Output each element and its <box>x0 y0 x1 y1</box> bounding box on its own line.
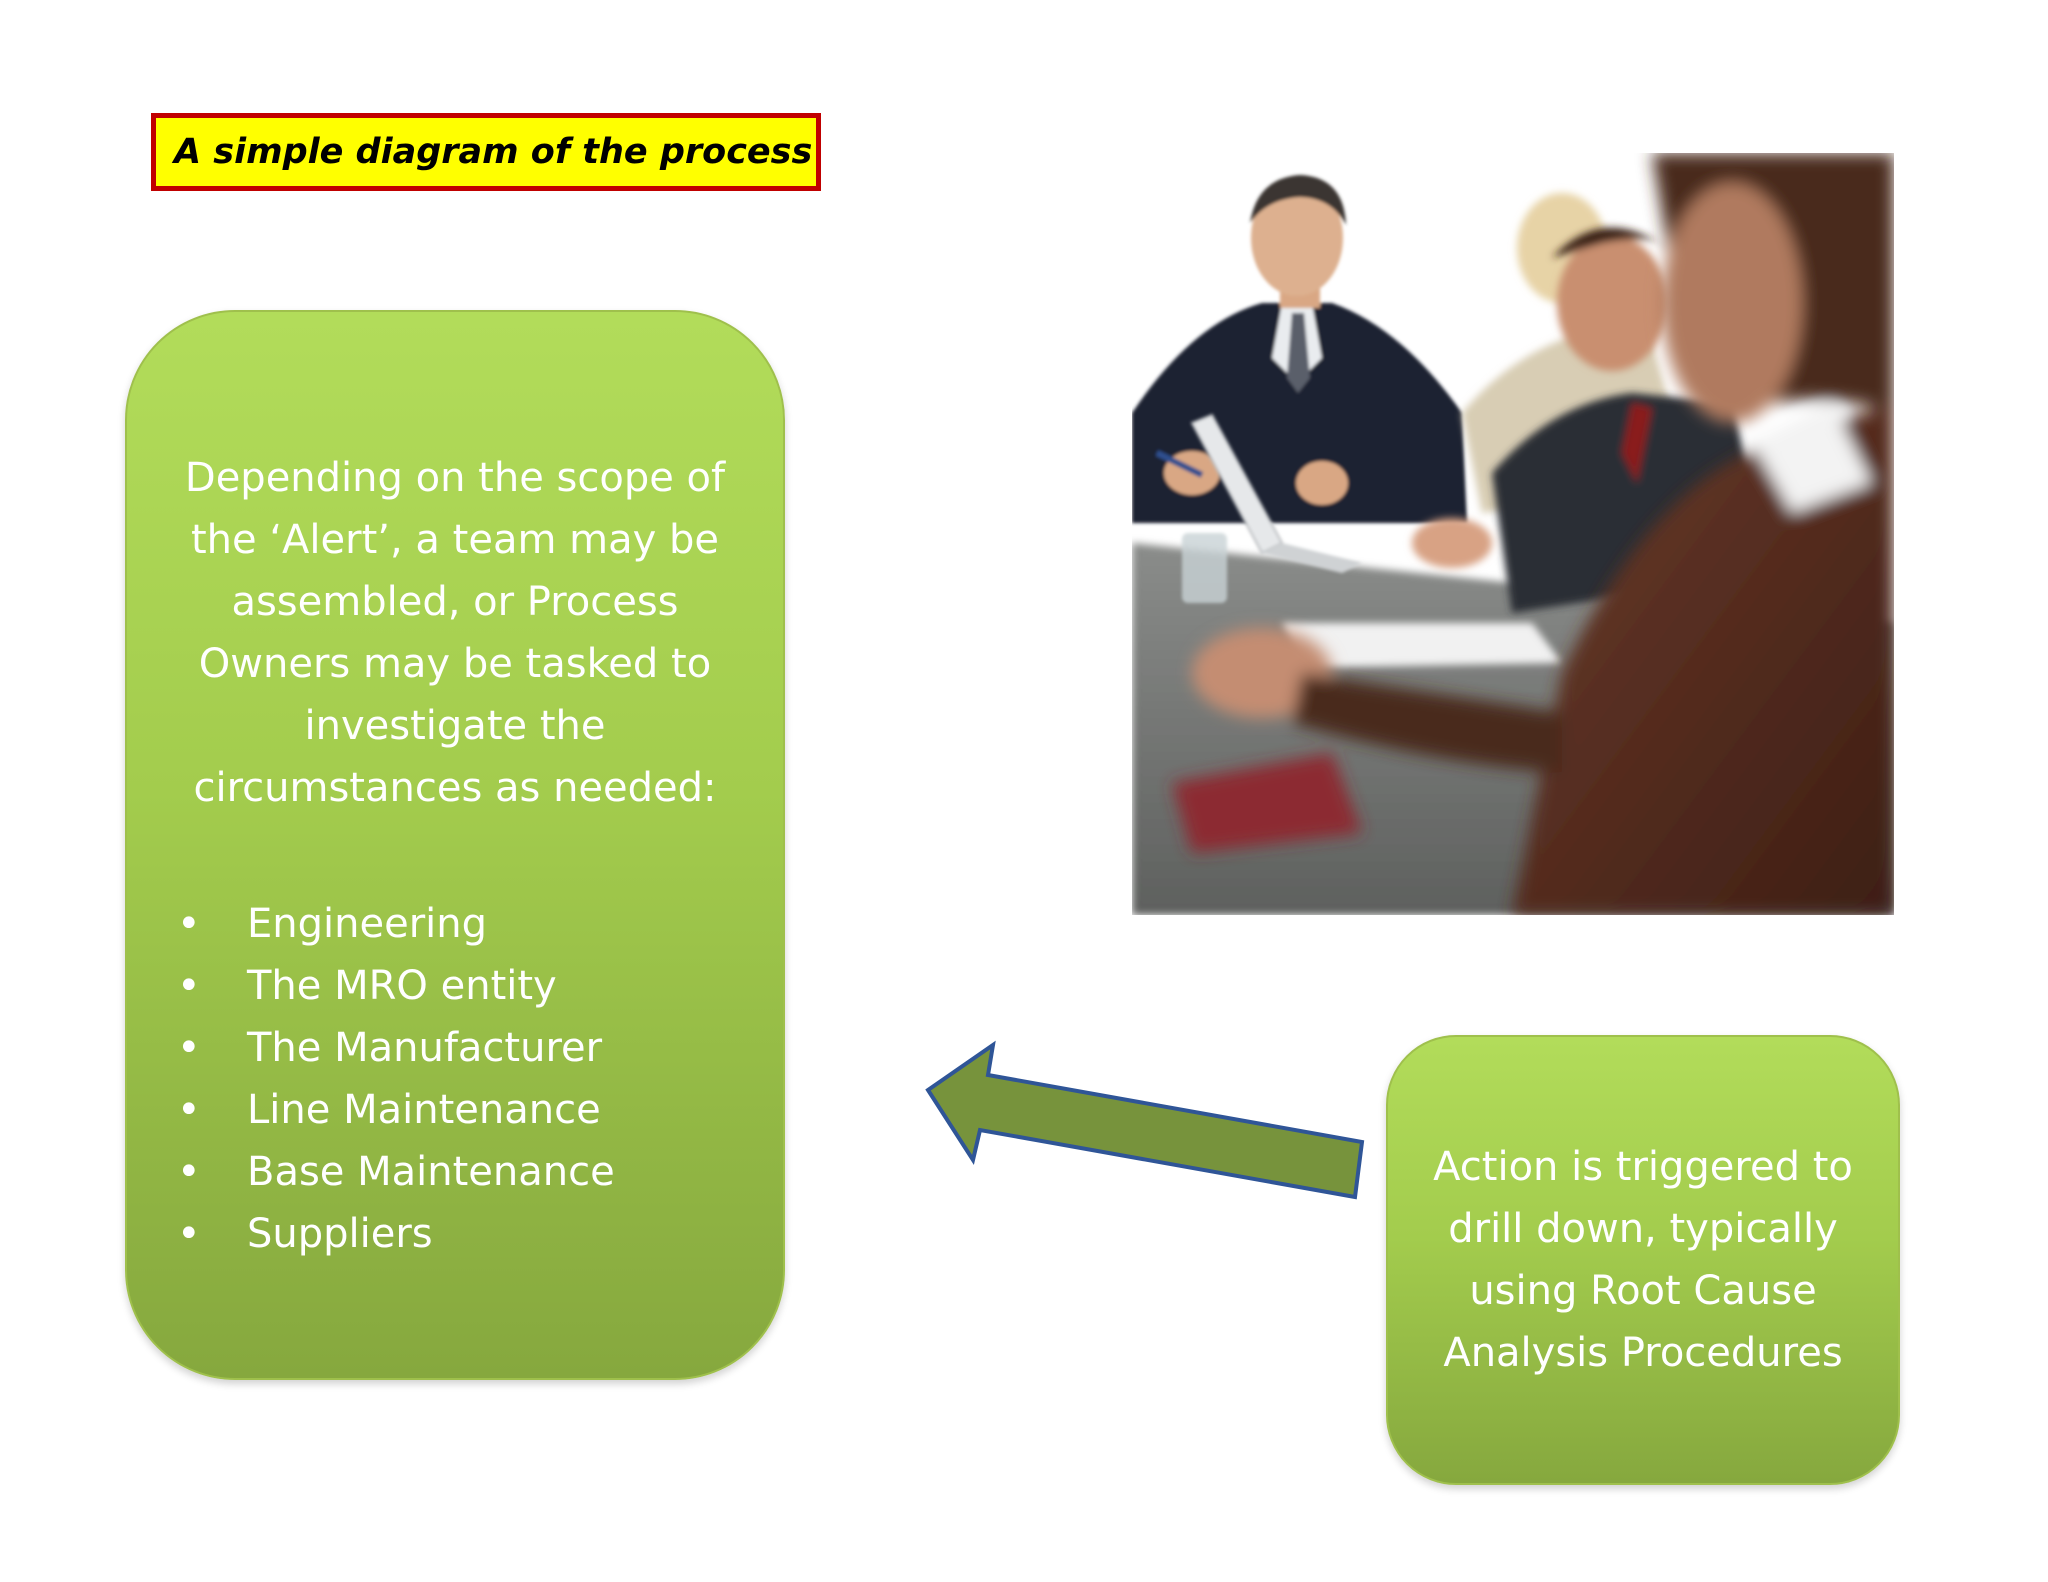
bullet-icon: • <box>177 1087 201 1133</box>
investigation-text: Depending on the scope of the ‘Alert’, a… <box>184 455 726 811</box>
list-item-label: Suppliers <box>247 1211 433 1257</box>
action-box: Action is triggered to drill down, typic… <box>1386 1035 1900 1485</box>
bullet-icon: • <box>177 901 201 947</box>
investigation-box: Depending on the scope of the ‘Alert’, a… <box>125 310 785 1380</box>
list-item-label: The Manufacturer <box>247 1025 603 1071</box>
bullet-icon: • <box>177 963 201 1009</box>
list-item-label: Engineering <box>247 901 487 947</box>
bullet-icon: • <box>177 1149 201 1195</box>
list-item: • Suppliers <box>127 1203 783 1265</box>
list-item-label: Base Maintenance <box>247 1149 615 1195</box>
list-item-label: The MRO entity <box>247 963 557 1009</box>
list-item: • Engineering <box>127 893 783 955</box>
business-meeting-photo <box>1132 153 1894 915</box>
stakeholder-list: • Engineering • The MRO entity • The Manufa… <box>127 893 783 1265</box>
list-item: • Line Maintenance <box>127 1079 783 1141</box>
list-item: • Base Maintenance <box>127 1141 783 1203</box>
list-item: • The Manufacturer <box>127 1017 783 1079</box>
list-item: • The MRO entity <box>127 955 783 1017</box>
action-text: Action is triggered to drill down, typic… <box>1433 1144 1853 1376</box>
title-box: A simple diagram of the process <box>151 113 821 191</box>
list-item-label: Line Maintenance <box>247 1087 601 1133</box>
bullet-icon: • <box>177 1025 201 1071</box>
diagram-title: A simple diagram of the process <box>174 132 813 172</box>
bullet-icon: • <box>177 1211 201 1257</box>
